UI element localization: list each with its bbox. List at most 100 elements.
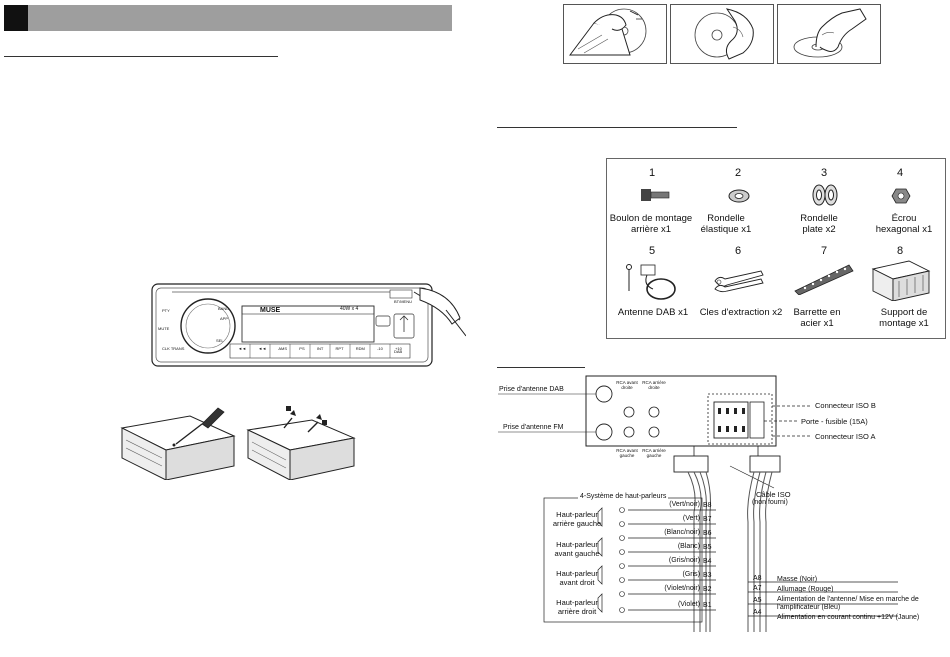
fuse-label: Porte - fusible (15A) <box>801 417 868 426</box>
iso-cable-note: (non fourni) <box>752 499 788 506</box>
wire-pin-label: A7 <box>753 585 762 592</box>
accessory-number: 4 <box>896 167 904 179</box>
device-button: ◄◄ <box>258 346 267 351</box>
wire-function-label: Alimentation de l'antenne/ Mise en march… <box>777 596 919 611</box>
device-label-bt: BT/MENU <box>394 299 412 304</box>
wiring-diagram <box>498 375 898 632</box>
iso-cable-label: Câble ISO <box>756 490 791 499</box>
device-label-pty: PTY <box>162 308 170 313</box>
accessory-label: Antenne DAB x1 <box>617 307 689 318</box>
device-button: AMS <box>278 346 288 351</box>
cd-holding-illustration <box>670 4 774 64</box>
wire-color-label: (Violet) <box>677 601 700 608</box>
dab-antenna-jack <box>595 385 613 403</box>
wire-pin-label: A4 <box>753 609 762 616</box>
bolt-icon <box>641 189 670 201</box>
device-button: RDM <box>355 346 365 351</box>
fm-antenna-jack <box>595 423 613 441</box>
iso-a-label: Connecteur ISO A <box>815 432 876 441</box>
wire-pin-label: A8 <box>753 575 762 582</box>
accessory-number: 1 <box>648 167 656 179</box>
device-label-dab: DAB <box>394 349 403 354</box>
rca-jack <box>648 426 660 438</box>
flat-washer-icon <box>812 184 838 206</box>
wire-color-label: (Gris) <box>682 571 701 578</box>
wire-color-label: (Gris/noir) <box>668 557 700 564</box>
accessory-label: Rondelle plate x2 <box>800 213 838 235</box>
wire-color-label: (Vert) <box>682 515 700 522</box>
iso-plug-b <box>673 455 709 473</box>
accessory-number: 8 <box>896 245 904 257</box>
device-label-mute: MUTE <box>158 326 170 331</box>
wire-pin-label: B2 <box>703 586 712 593</box>
accessory-label: Support de montage x1 <box>879 307 929 329</box>
hex-nut-icon <box>891 188 911 204</box>
wire-pin-label: B7 <box>703 516 712 523</box>
wire-color-label: (Blanc) <box>677 543 700 550</box>
accessory-label: Écrou hexagonal x1 <box>875 213 933 235</box>
device-brand: MUSE <box>260 307 281 314</box>
accessory-label: Cles d'extraction x2 <box>699 307 783 318</box>
accessory-number: 7 <box>820 245 828 257</box>
speaker-system-label: 4-Système de haut-parleurs <box>578 493 669 500</box>
dab-antenna-icon <box>626 264 676 300</box>
accessory-label: Boulon de montage arrière x1 <box>609 213 693 235</box>
wire-function-label: Masse (Noir) <box>777 576 818 583</box>
device-button-row: ◄◄ ◄◄ AMS PS INT RPT RDM -10 +10 <box>232 346 408 351</box>
accessory-number: 5 <box>648 245 656 257</box>
wire-function-label: Alimentation en courant continu +12V (Ja… <box>777 614 920 621</box>
wire-pin-label: B4 <box>703 558 712 565</box>
screw-removal-illustration <box>246 402 358 481</box>
section-underline <box>497 127 737 128</box>
section-header-marker <box>4 5 28 31</box>
screwdriver-illustration <box>118 402 238 481</box>
rca-front-left-label: RCA avant gauche <box>616 448 638 458</box>
rca-rear-right-label: RCA arrière droite <box>642 380 666 390</box>
device-button: INT <box>316 346 324 351</box>
section-underline <box>4 56 278 57</box>
car-radio-illustration: MUSE 40W x 4 PTY MUTE CLK TRANS BAND APP… <box>150 280 467 376</box>
device-button: -10 <box>377 346 383 351</box>
accessories-panel: 1 2 3 4 5 6 7 8 Boulon de montage arrièr… <box>606 158 946 339</box>
wire-pin-label: B3 <box>703 572 712 579</box>
wire-pin-label: B6 <box>703 530 712 537</box>
antenna-dab-label: Prise d'antenne DAB <box>499 386 564 393</box>
accessory-number: 2 <box>734 167 742 179</box>
device-button: +10 <box>395 346 402 351</box>
wire-color-label: (Vert/noir) <box>669 501 700 508</box>
wire-color-label: (Blanc/noir) <box>664 529 700 536</box>
section-underline <box>497 367 585 368</box>
wire-pin-label: B1 <box>703 602 712 609</box>
accessory-label: Rondelle élastique x1 <box>700 213 752 235</box>
accessory-label: Barrette en acier x1 <box>793 307 841 329</box>
steel-strap-icon <box>794 264 854 295</box>
device-label-band: BAND <box>218 306 230 311</box>
wire-pin-label: B8 <box>703 502 712 509</box>
extraction-keys-icon <box>714 270 764 293</box>
wire-pin-label: B5 <box>703 544 712 551</box>
iso-b-label: Connecteur ISO B <box>815 401 876 410</box>
cd-cleaning-illustration <box>563 4 667 64</box>
accessory-number: 6 <box>734 245 742 257</box>
section-header-bar <box>4 5 452 31</box>
device-button: RPT <box>335 346 344 351</box>
wire-color-label: (Violet/noir) <box>664 585 700 592</box>
rca-front-right-label: RCA avant droite <box>616 380 638 390</box>
spring-washer-icon <box>728 189 750 203</box>
device-label-app: APP <box>220 316 229 321</box>
rca-jack <box>648 406 660 418</box>
cd-handling-illustration <box>777 4 881 64</box>
rca-jack <box>623 406 635 418</box>
antenna-fm-label: Prise d'antenne FM <box>503 424 564 431</box>
wire-function-label: Allumage (Rouge) <box>777 586 834 593</box>
mounting-sleeve-icon <box>871 260 931 301</box>
device-button: PS <box>299 346 305 351</box>
rca-jack <box>623 426 635 438</box>
device-label-clk: CLK TRANS <box>162 346 185 351</box>
accessory-number: 3 <box>820 167 828 179</box>
rca-rear-left-label: RCA arrière gauche <box>642 448 666 458</box>
device-button: ◄◄ <box>238 346 247 351</box>
